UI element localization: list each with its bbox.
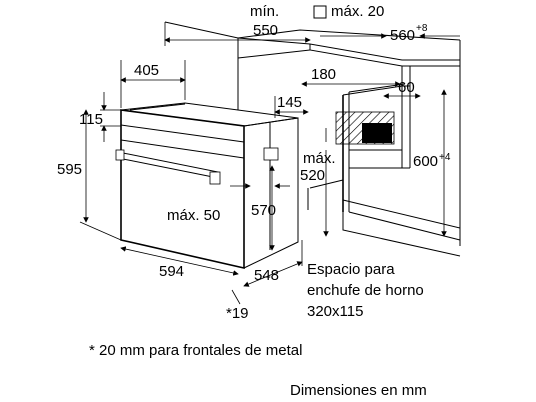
socket-label-line2: enchufe de horno	[307, 282, 424, 299]
niche-height-tolerance: +4	[439, 152, 451, 163]
units-note: Dimensiones en mm	[290, 382, 427, 399]
cabinet-depth-value: 560	[390, 27, 415, 44]
frame-top-value: 115	[79, 111, 103, 128]
min-value: 550	[253, 22, 278, 39]
oven-body-depth-value: 548	[254, 267, 279, 284]
min-label: mín.	[250, 3, 279, 20]
oven-body	[115, 102, 299, 270]
oven-height-value: 595	[57, 161, 82, 178]
inner-height-value: 570	[251, 202, 276, 219]
niche-height-value: 600	[413, 153, 438, 170]
socket-label-line3: 320x115	[307, 303, 363, 320]
max-50-label: máx. 50	[167, 207, 220, 224]
max-520-label: máx.	[303, 150, 336, 167]
dimension-lines	[79, 5, 460, 305]
socket-label-line1: Espacio para	[307, 261, 395, 278]
metal-front-footnote: * 20 mm para frontales de metal	[89, 342, 302, 359]
top-gap-value: 60	[398, 79, 415, 96]
oven-depth-value: 405	[134, 62, 159, 79]
panel-depth-value: 145	[277, 94, 302, 111]
niche-gap-value: 180	[311, 66, 336, 83]
max-20-label: máx. 20	[331, 3, 384, 20]
cabinet-niche	[164, 21, 461, 257]
max-520-value: 520	[300, 167, 325, 184]
cabinet-depth-tolerance: +8	[416, 23, 428, 34]
front-note-ref: *19	[226, 305, 249, 322]
oven-width-value: 594	[159, 263, 184, 280]
